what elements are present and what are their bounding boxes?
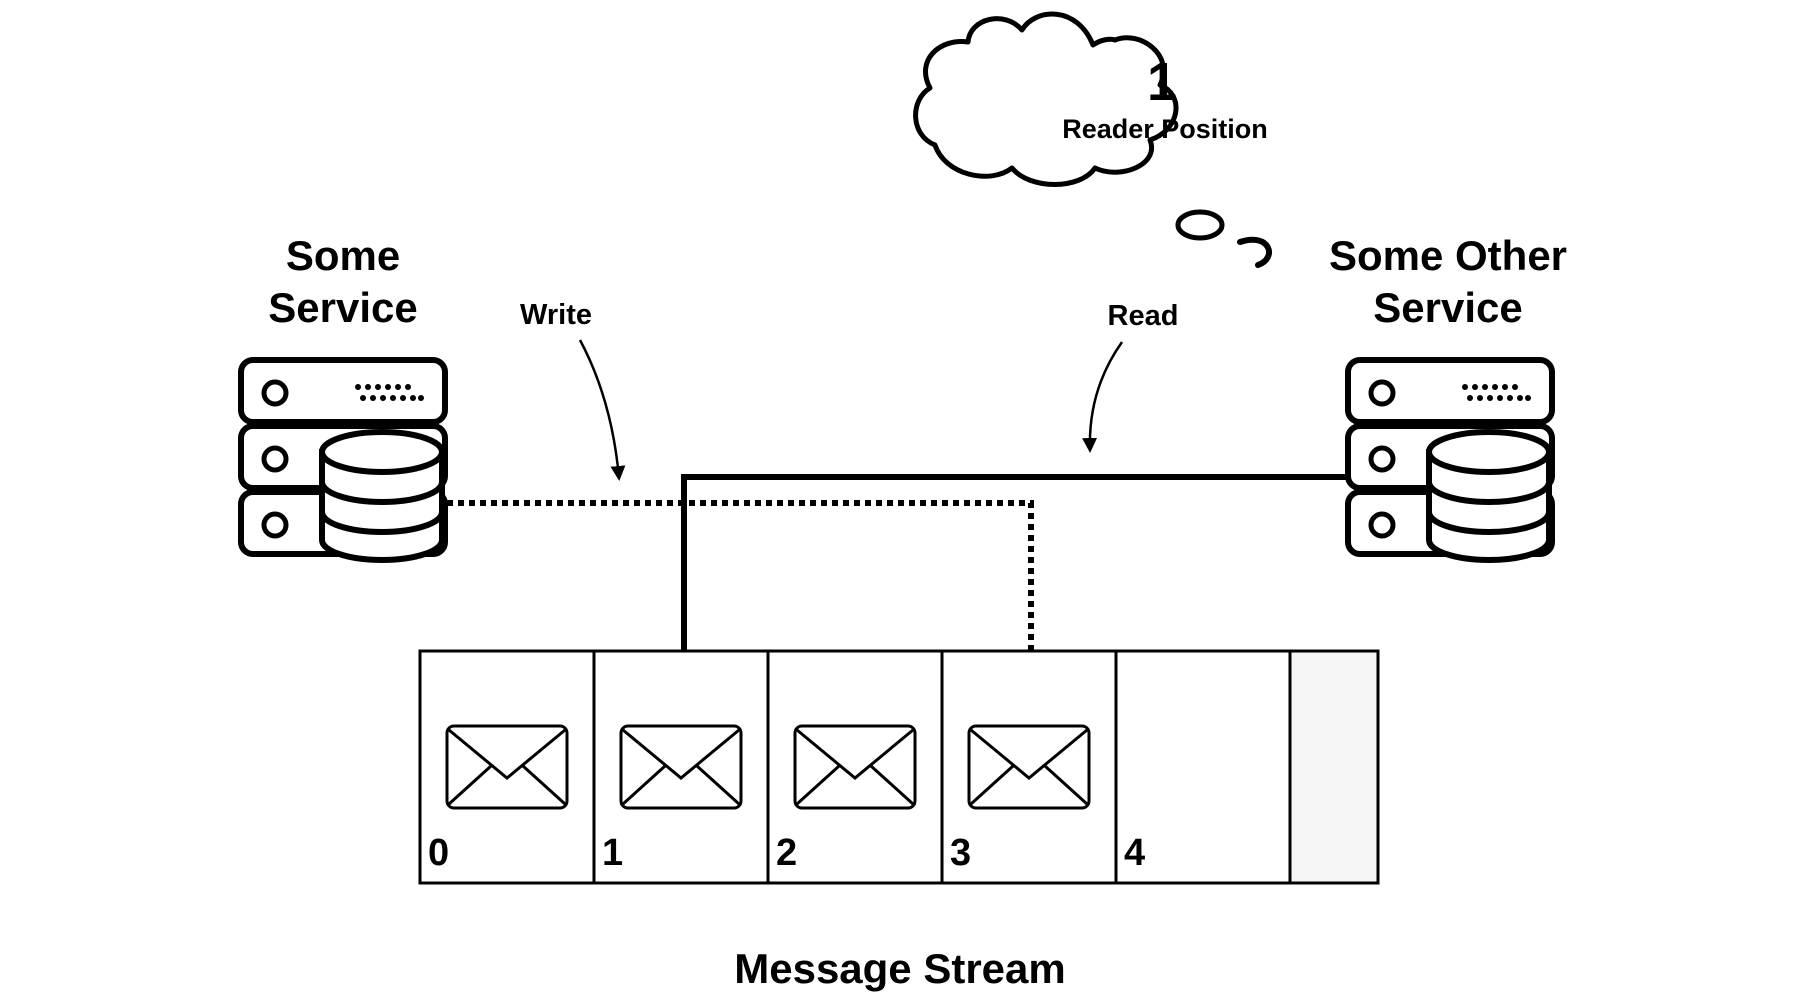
stream-offset-label: 3	[950, 832, 971, 874]
stream-tail-cell	[1288, 649, 1380, 885]
write-connector-line	[447, 500, 1034, 694]
left-service-server-database-icon	[238, 357, 448, 563]
stream-offset-label: 2	[776, 832, 797, 874]
write-label: Write	[520, 299, 592, 331]
stream-cell	[1114, 649, 1292, 885]
right-service-title-line2: Service	[1373, 284, 1522, 331]
reader-position-value: 1	[1147, 52, 1177, 112]
envelope-icon	[967, 724, 1091, 810]
stream-offset-label: 4	[1124, 832, 1145, 874]
message-stream: 0 1 2 3 4	[418, 649, 1380, 885]
envelope-icon	[619, 724, 743, 810]
message-stream-title: Message Stream	[734, 945, 1066, 992]
envelope-icon	[793, 724, 917, 810]
envelope-icon	[445, 724, 569, 810]
read-label: Read	[1108, 300, 1179, 332]
left-service-title-line1: Some	[286, 232, 400, 279]
stream-offset-label: 1	[602, 832, 623, 874]
read-connector-line	[681, 474, 1348, 696]
stream-offset-label: 0	[428, 832, 449, 874]
read-label-arrow	[1082, 341, 1124, 453]
thought-cloud-icon	[913, 11, 1272, 268]
right-service-title-line1: Some Other	[1329, 232, 1567, 279]
reader-position-caption: Reader Position	[1062, 114, 1268, 144]
right-service-server-database-icon	[1345, 357, 1555, 563]
write-label-arrow	[578, 339, 626, 481]
left-service-title-line2: Service	[268, 284, 417, 331]
